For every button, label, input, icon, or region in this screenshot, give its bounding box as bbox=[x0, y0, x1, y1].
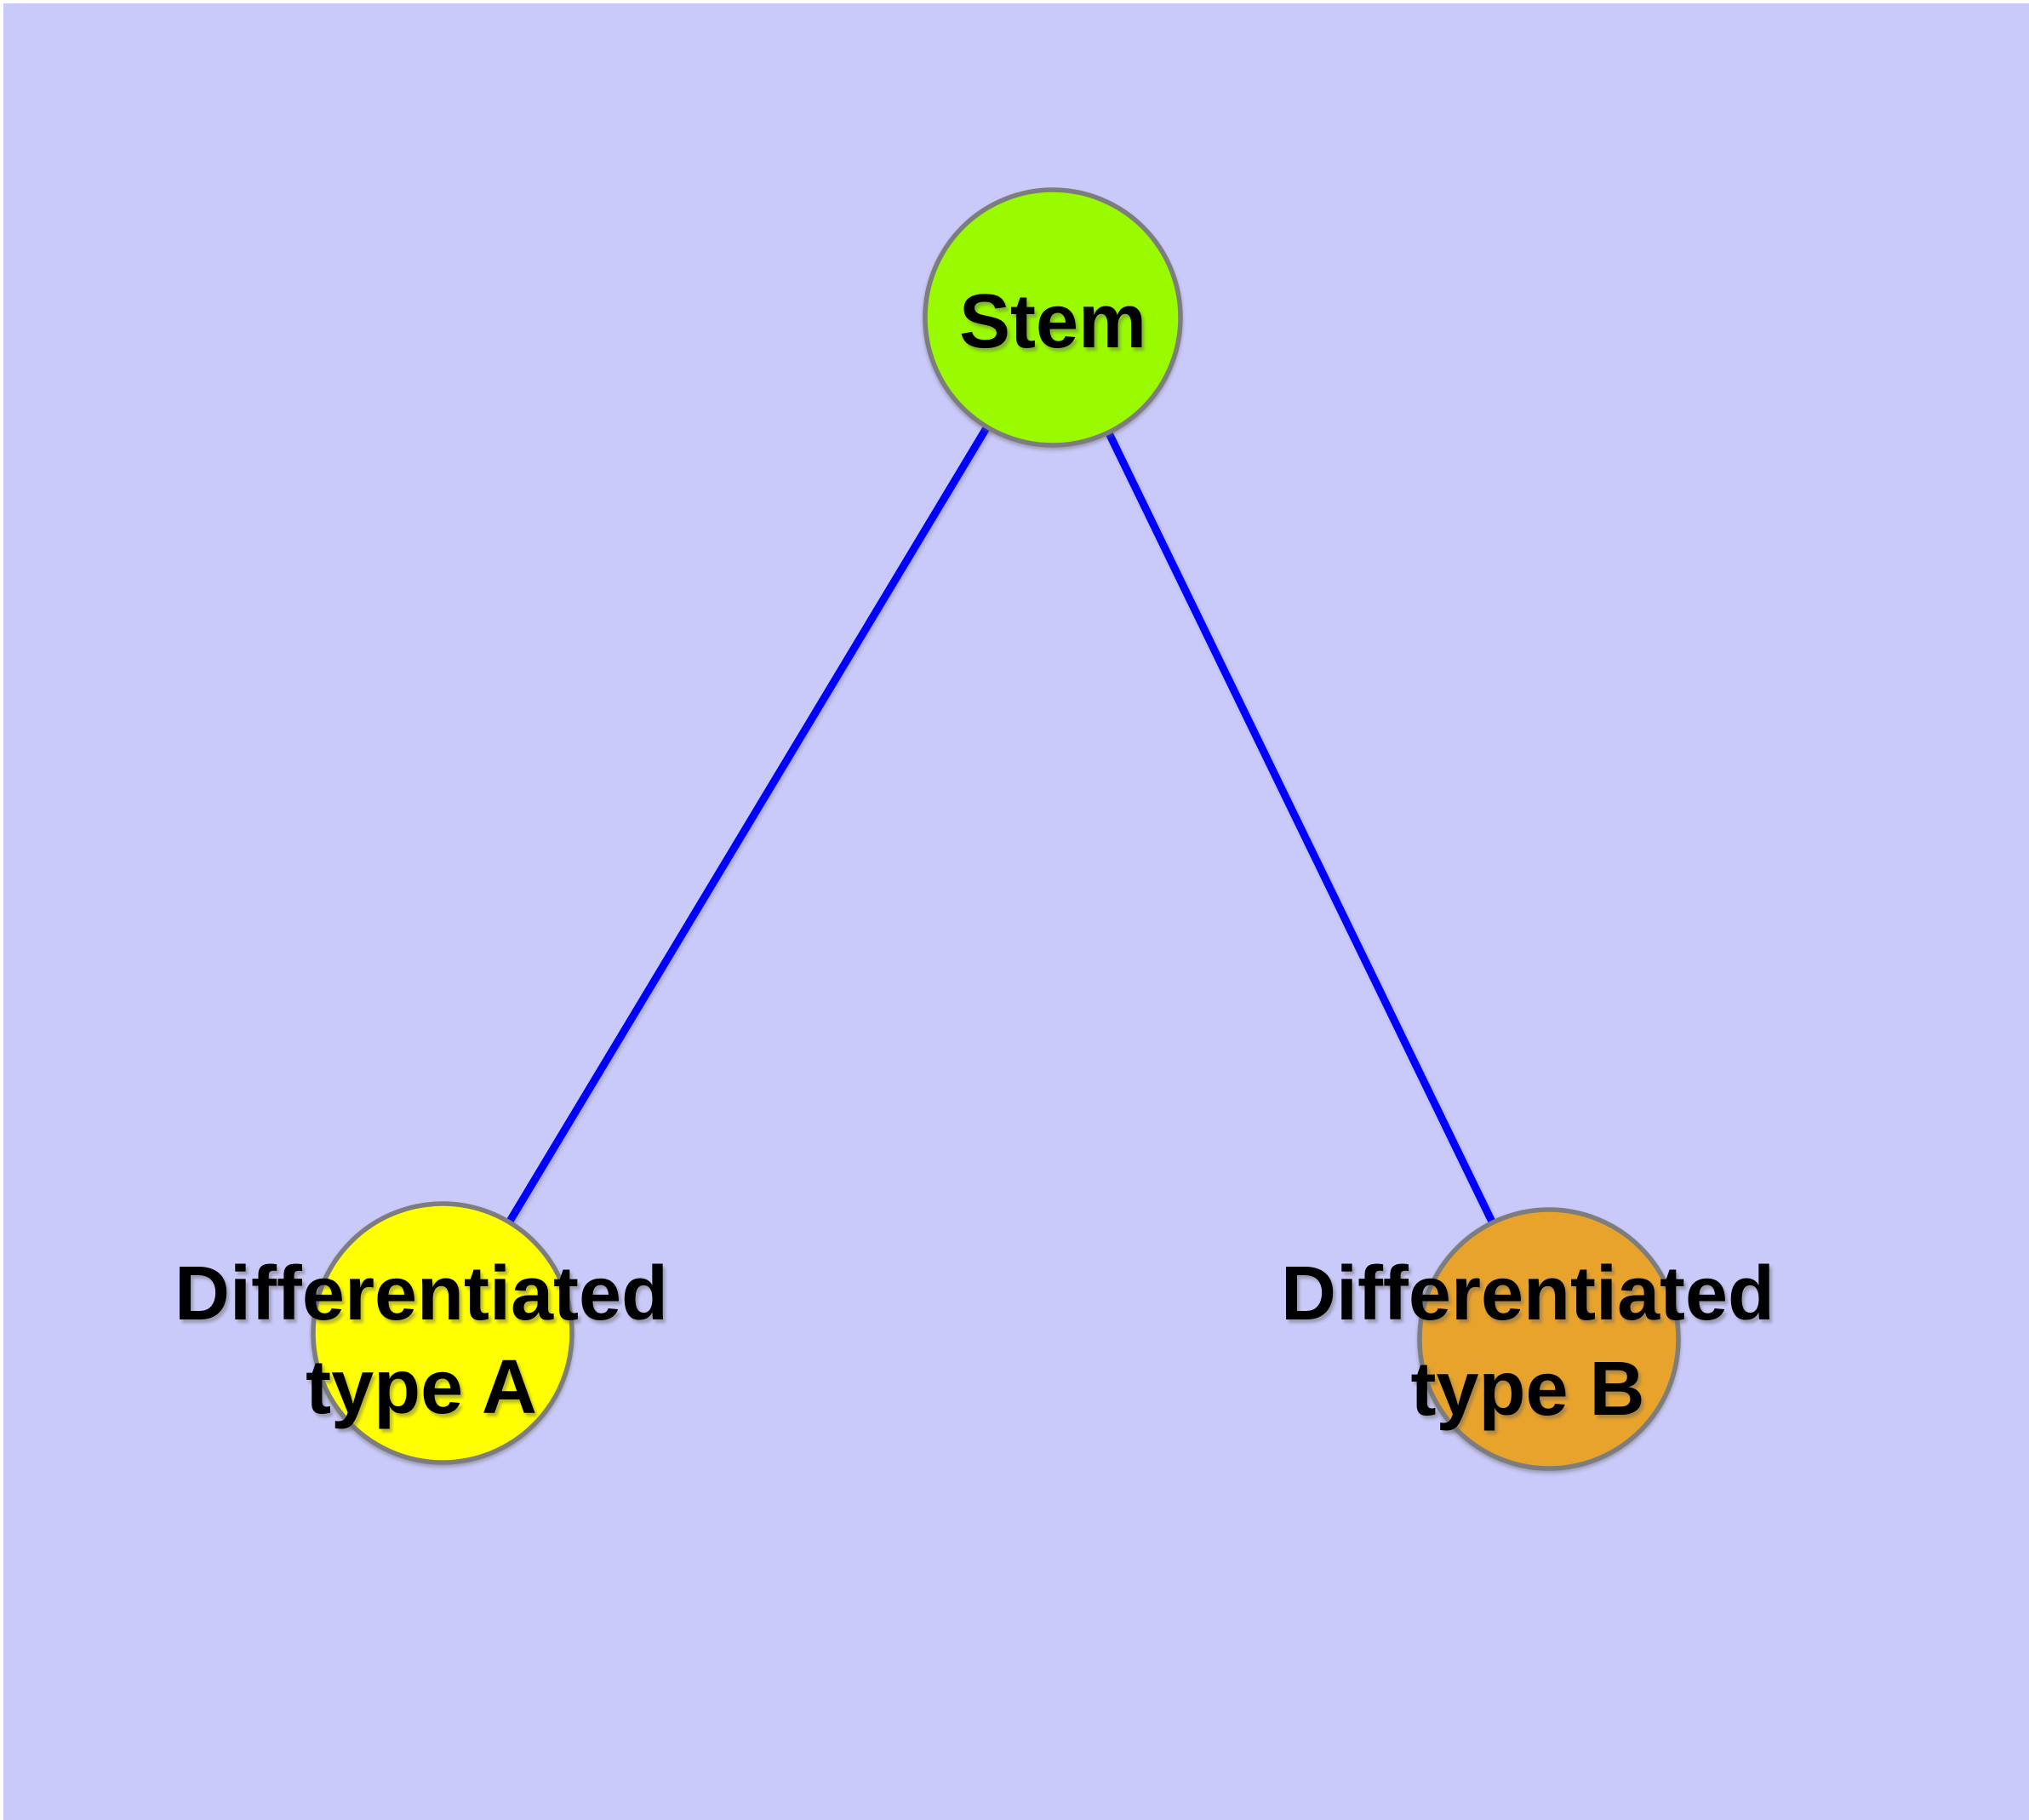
node-differentiated-type-a-label-line1: Differentiated bbox=[174, 1251, 668, 1336]
node-differentiated-type-a-label-line2: type A bbox=[306, 1345, 537, 1430]
node-differentiated-type-a-circle bbox=[311, 1201, 574, 1465]
edge-stem-to-type-b bbox=[1049, 316, 1553, 1341]
node-stem[interactable]: Stem bbox=[923, 187, 1183, 448]
node-differentiated-type-b-label-line1: Differentiated bbox=[1281, 1251, 1775, 1336]
node-differentiated-type-b-label-line2: type B bbox=[1410, 1347, 1644, 1432]
node-stem-circle bbox=[923, 187, 1183, 448]
node-differentiated-type-b-circle bbox=[1417, 1207, 1681, 1471]
edge-stem-to-type-a bbox=[439, 315, 1056, 1336]
node-stem-label: Stem bbox=[959, 279, 1146, 364]
node-differentiated-type-b[interactable]: Differentiated type B bbox=[1281, 1207, 1775, 1471]
edge-layer bbox=[439, 315, 1553, 1341]
node-differentiated-type-a[interactable]: Differentiated type A bbox=[174, 1201, 668, 1465]
